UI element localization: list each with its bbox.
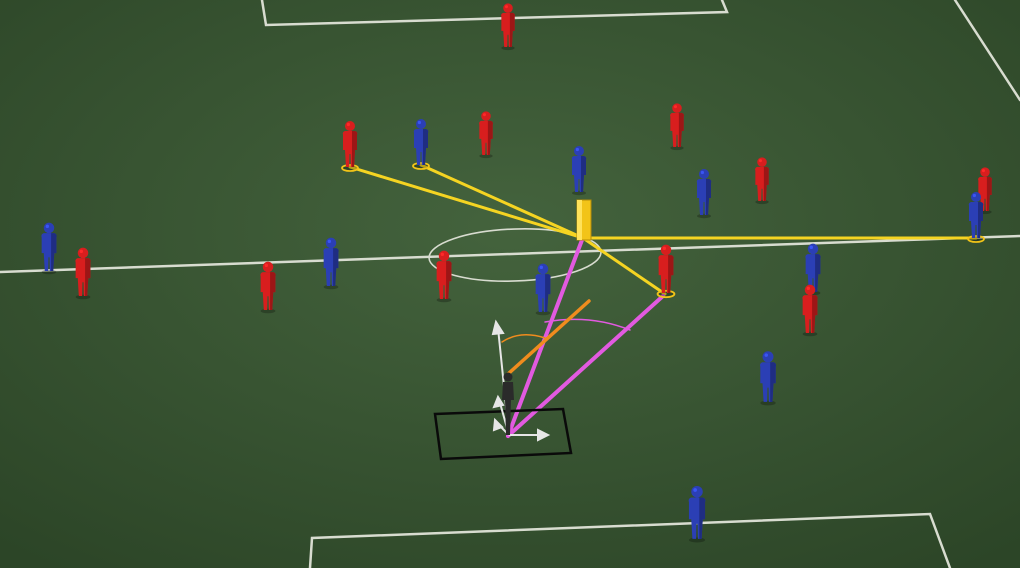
player-head[interactable] — [763, 351, 774, 362]
player-head[interactable] — [78, 248, 89, 258]
player-head-highlight — [46, 225, 49, 228]
player-head[interactable] — [699, 169, 709, 179]
player-shadow — [697, 214, 711, 218]
ball-marker[interactable] — [577, 200, 591, 240]
player-head[interactable] — [538, 264, 549, 275]
player-shadow — [803, 332, 818, 337]
player-shadow — [969, 237, 983, 241]
player-shadow — [437, 298, 452, 303]
player-head-highlight — [663, 247, 666, 250]
player-head-highlight — [418, 121, 421, 124]
player-head[interactable] — [574, 146, 584, 156]
player-head-highlight — [441, 253, 444, 256]
player-head-highlight — [973, 194, 976, 197]
player-head-highlight — [347, 123, 350, 126]
player-shadow — [659, 292, 674, 297]
player-head[interactable] — [971, 192, 981, 202]
player-shadow — [414, 164, 428, 168]
player-head[interactable] — [326, 238, 337, 249]
player-head-highlight — [265, 264, 268, 267]
player-shadow — [42, 270, 57, 275]
player-head[interactable] — [672, 103, 682, 113]
player-head-highlight — [759, 159, 762, 162]
player-shadow — [670, 146, 683, 150]
player-head-highlight — [810, 246, 813, 249]
player-head[interactable] — [757, 157, 767, 167]
player-shadow — [324, 285, 339, 290]
player-head-highlight — [674, 105, 677, 108]
player-head-highlight — [982, 169, 985, 172]
player-head[interactable] — [416, 119, 426, 129]
player-shadow — [760, 401, 775, 406]
player-shadow — [501, 46, 514, 50]
player-head-highlight — [505, 5, 508, 8]
player-head-highlight — [764, 353, 768, 357]
player-head-highlight — [807, 287, 810, 290]
player-head-highlight — [540, 266, 543, 269]
player-head-highlight — [483, 113, 486, 116]
player-shadow — [689, 537, 705, 542]
player-head-highlight — [576, 148, 579, 151]
player-head[interactable] — [345, 121, 355, 131]
player-head-highlight — [328, 240, 331, 243]
player-shadow — [572, 191, 586, 195]
player-head[interactable] — [481, 111, 491, 121]
player-head[interactable] — [808, 244, 819, 255]
player-head[interactable] — [263, 262, 274, 273]
player-shadow — [755, 200, 768, 204]
player-head[interactable] — [805, 285, 816, 296]
player-head-highlight — [693, 488, 697, 492]
player-head[interactable] — [503, 3, 513, 13]
player-shadow — [479, 154, 492, 158]
player-head[interactable] — [439, 251, 450, 261]
selected-player-head[interactable] — [504, 373, 513, 382]
player-head-highlight — [80, 250, 83, 253]
ball-marker-highlight — [577, 200, 582, 240]
player-head-highlight — [701, 171, 704, 174]
player-head[interactable] — [44, 223, 55, 234]
player-shadow — [343, 166, 357, 170]
player-shadow — [76, 295, 91, 300]
player-head[interactable] — [980, 167, 990, 177]
player-head[interactable] — [691, 486, 703, 498]
player-head[interactable] — [661, 245, 672, 256]
player-shadow — [536, 311, 551, 316]
player-shadow — [261, 309, 276, 314]
